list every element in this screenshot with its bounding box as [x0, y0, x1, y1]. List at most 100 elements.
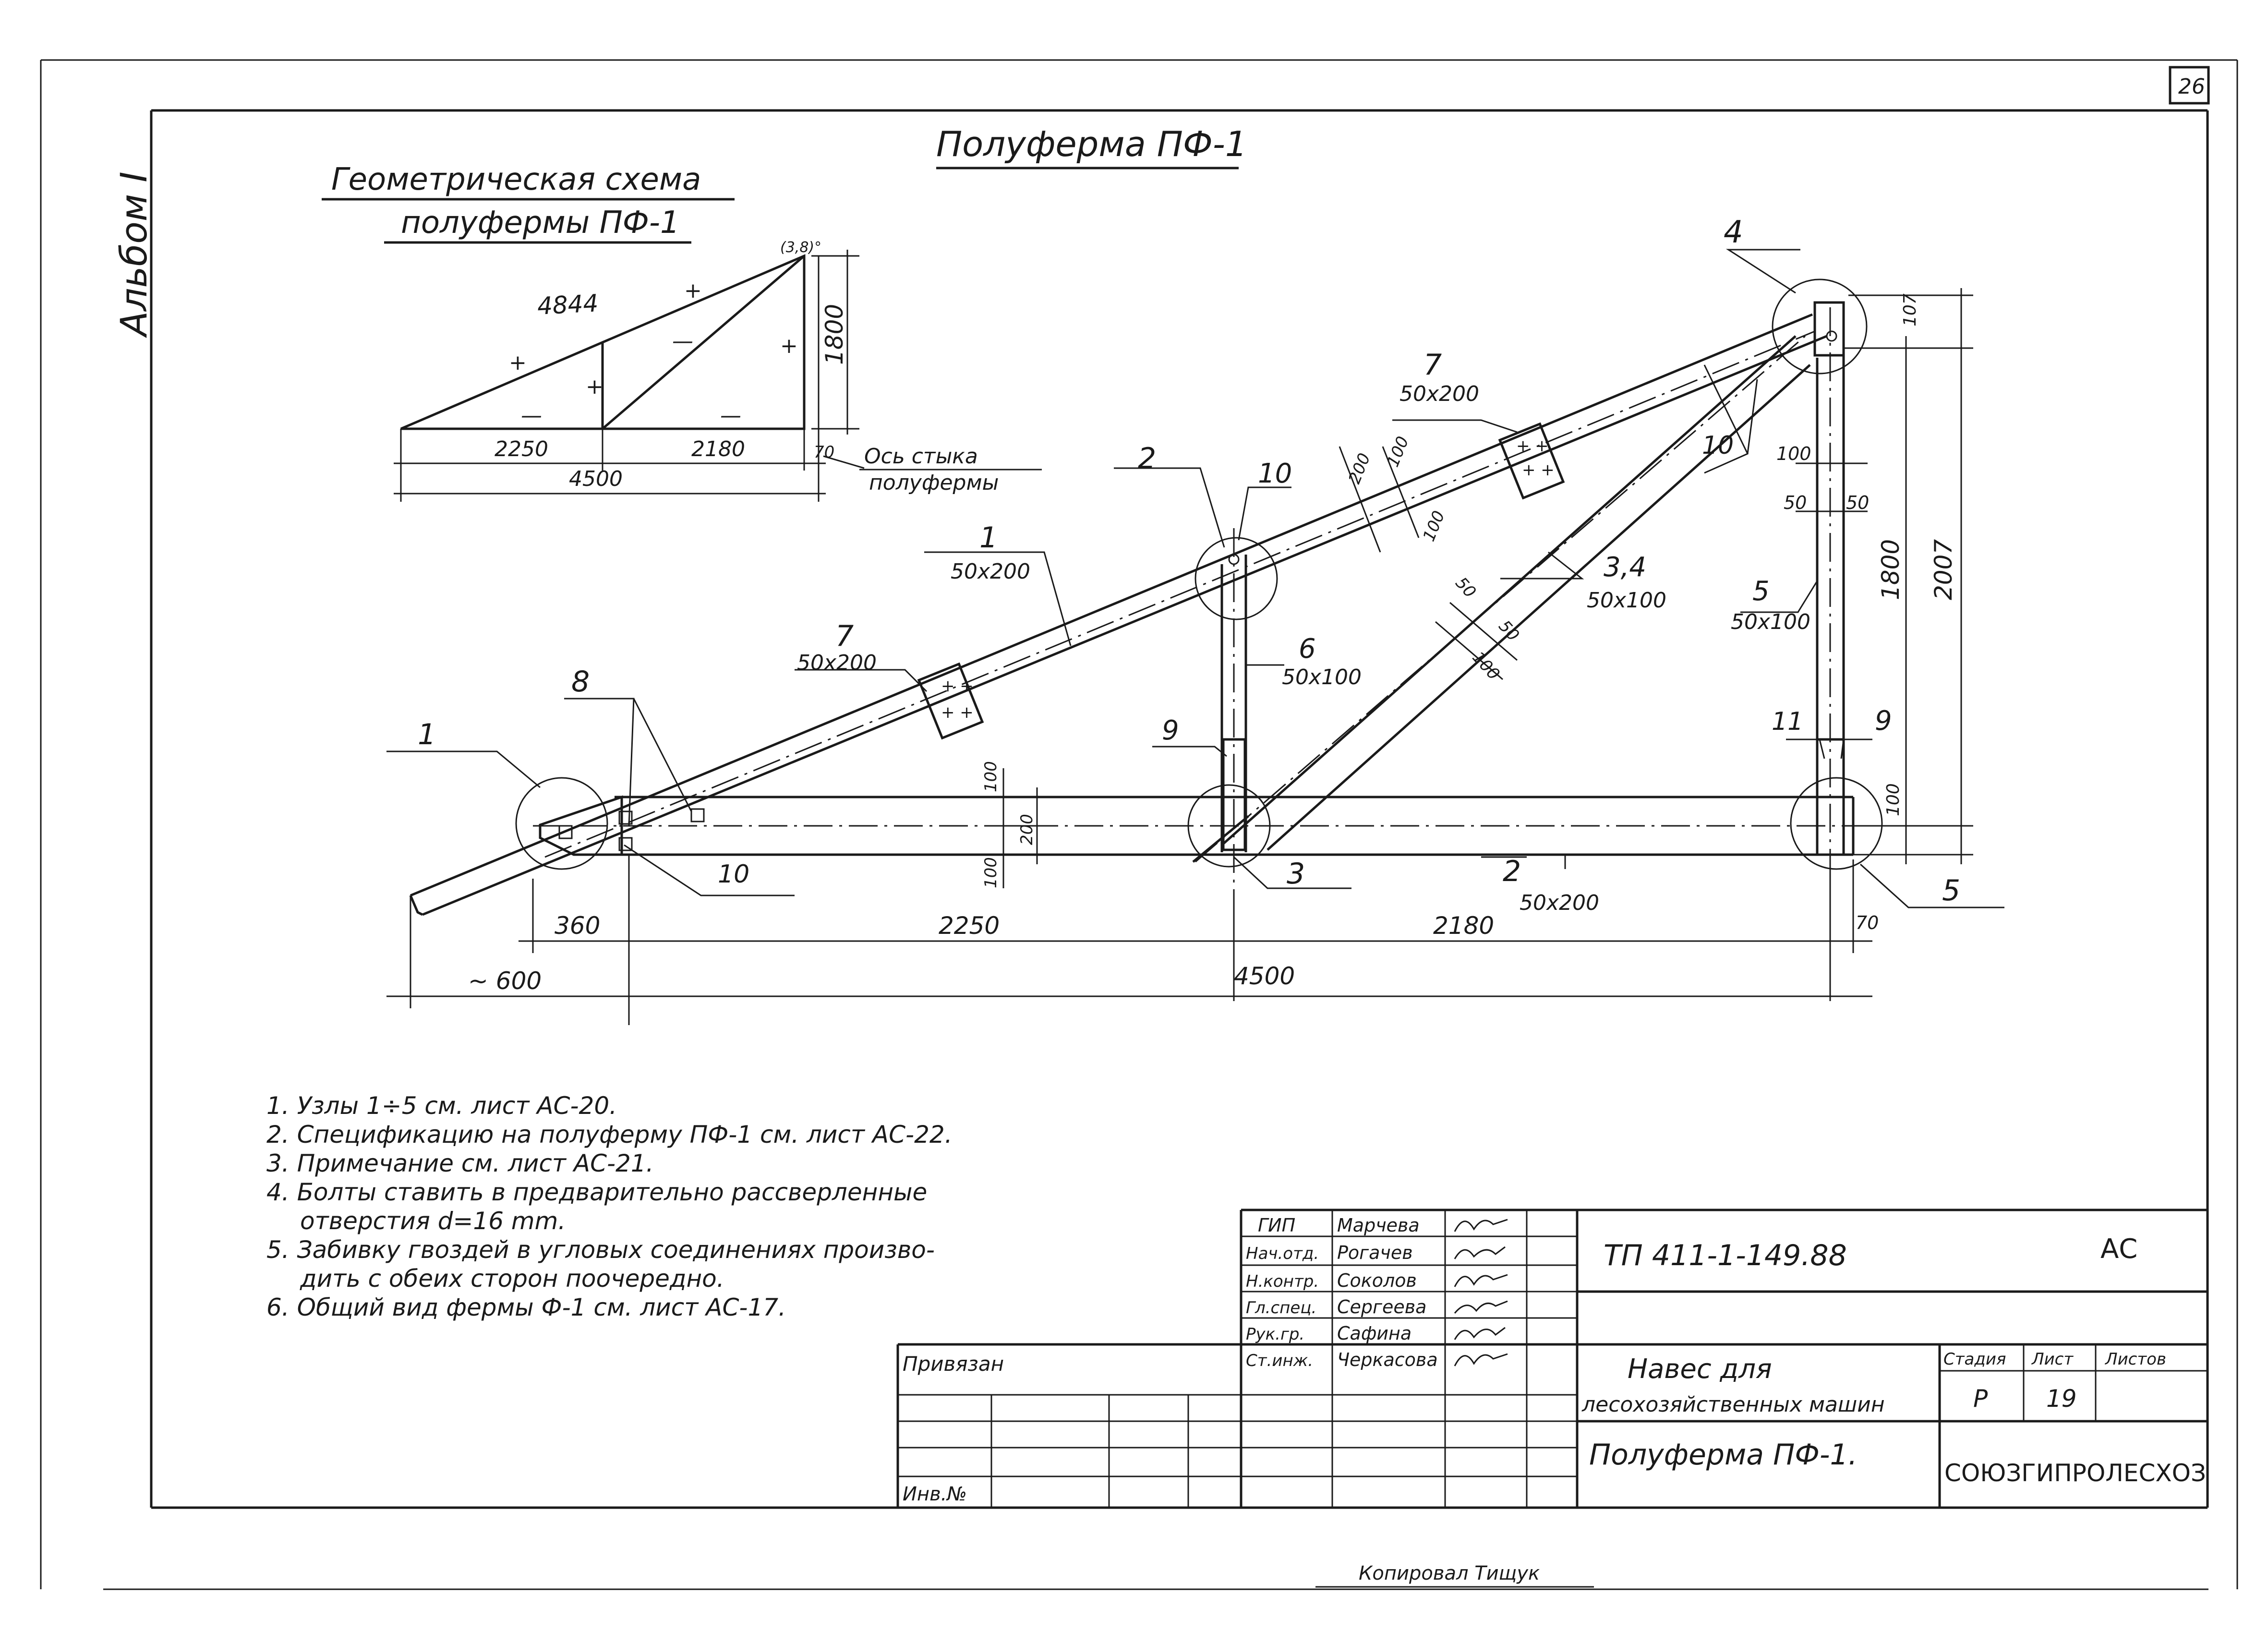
dim-4500: 4500	[1234, 962, 1295, 990]
note-6: 6. Общий вид фермы Ф-1 см. лист АС-17.	[266, 1293, 786, 1321]
label-7b-size: 50x200	[1399, 382, 1479, 406]
label-4: 4	[1724, 215, 1743, 250]
dim-200: 200	[1017, 814, 1037, 845]
scheme-axis-label2: полуфермы	[869, 471, 999, 495]
label-6-size: 50x100	[1282, 665, 1362, 689]
svg-text:+: +	[684, 278, 702, 303]
stamp-role-3: Гл.спец.	[1246, 1298, 1316, 1318]
geometric-scheme: Геометрическая схема полуфермы ПФ-1 + + …	[322, 162, 1042, 502]
scheme-dim-angle: (3,8)°	[780, 239, 821, 256]
label-7a-size: 50x200	[797, 651, 877, 675]
note-1: 1. Узлы 1÷5 см. лист АС-20.	[266, 1092, 617, 1120]
stamp-role-1: Нач.отд.	[1246, 1244, 1319, 1263]
stamp-code: ТП 411-1-149.88	[1604, 1239, 1847, 1272]
label-10c: 10	[1702, 431, 1734, 460]
stamp-role-2: Н.контр.	[1246, 1272, 1319, 1291]
label-34-size: 50x100	[1587, 588, 1666, 613]
stamp-role-0: ГИП	[1258, 1215, 1295, 1236]
svg-text:+ +: + +	[1522, 460, 1555, 480]
note-4-cont: отверстия d=16 mm.	[300, 1207, 566, 1235]
scheme-title-line1: Геометрическая схема	[331, 162, 701, 197]
note-2: 2. Спецификацию на полуферму ПФ-1 см. ли…	[266, 1121, 953, 1148]
dim-50a: 50	[1451, 573, 1480, 602]
dim-50b: 50	[1495, 616, 1523, 645]
label-7a: 7	[835, 619, 854, 653]
scheme-axis-label1: Ось стыка	[864, 444, 978, 469]
dim-100t2: 100	[1419, 508, 1448, 544]
label-3: 3	[1287, 857, 1305, 891]
dim-200t: 200	[1345, 450, 1374, 486]
label-1a: 1	[418, 718, 436, 751]
stamp-linked: Привязан	[903, 1352, 1004, 1376]
scheme-dim-total: 4500	[569, 467, 623, 491]
dim-100a: 100	[981, 761, 1001, 792]
label-1b: 1	[979, 521, 998, 555]
stamp-project-line2: лесохозяйственных машин	[1581, 1392, 1885, 1417]
stamp-sheet-header: Лист	[2031, 1350, 2074, 1369]
label-2b: 2	[1503, 855, 1521, 888]
dim-2180: 2180	[1433, 912, 1494, 940]
dim-1800: 1800	[1877, 539, 1905, 600]
dim-50r1: 50	[1784, 492, 1807, 513]
dim-600: ~ 600	[468, 967, 542, 995]
stamp-mark: АС	[2100, 1233, 2137, 1265]
dim-100b: 100	[981, 857, 1001, 888]
stamp-name-0: Марчева	[1337, 1215, 1420, 1236]
label-6: 6	[1299, 633, 1316, 665]
title-block: ГИП Нач.отд. Н.контр. Гл.спец. Рук.гр. С…	[896, 1209, 2208, 1508]
dim-100c: 100	[1468, 648, 1503, 684]
note-5-cont: дить с обеих сторон поочередно.	[300, 1265, 724, 1293]
dim-100r: 100	[1776, 443, 1811, 464]
stamp-project-line1: Навес для	[1628, 1354, 1772, 1385]
dim-100r2: 100	[1883, 783, 1903, 816]
stamp-sheet-title: Полуферма ПФ-1.	[1589, 1438, 1858, 1472]
svg-text:—: —	[672, 329, 693, 353]
sheet-frame	[40, 59, 2238, 1590]
page-title: Полуферма ПФ-1	[936, 124, 1247, 164]
scheme-dim-left: 2250	[495, 437, 548, 461]
label-34: 3,4	[1604, 552, 1646, 583]
scheme-title-line2: полуфермы ПФ-1	[401, 205, 680, 241]
sheet-number: 26	[2178, 74, 2205, 99]
stamp-stage: Р	[1973, 1385, 1988, 1413]
dim-2250: 2250	[939, 912, 1000, 940]
stamp-stage-header: Стадия	[1943, 1350, 2006, 1369]
label-2a: 2	[1138, 442, 1156, 475]
dim-50r2: 50	[1846, 492, 1869, 513]
svg-text:—: —	[521, 403, 542, 428]
note-4: 4. Болты ставить в предварительно рассве…	[266, 1178, 927, 1206]
stamp-org: СОЮЗГИПРОЛЕСХОЗ	[1944, 1459, 2206, 1487]
label-9b: 9	[1875, 705, 1892, 737]
stamp-role-5: Ст.инж.	[1246, 1351, 1313, 1370]
label-10a: 10	[718, 860, 749, 889]
stamp-name-2: Соколов	[1337, 1270, 1417, 1291]
album-label: Альбом I	[112, 171, 155, 338]
label-2b-size: 50x200	[1520, 891, 1599, 915]
scheme-dim-height: 1800	[820, 304, 848, 365]
stamp-name-4: Сафина	[1337, 1323, 1411, 1344]
label-5a-size: 50x100	[1731, 610, 1810, 634]
label-8: 8	[571, 665, 590, 699]
label-1b-size: 50x200	[951, 559, 1030, 584]
note-5: 5. Забивку гвоздей в угловых соединениях…	[266, 1236, 935, 1264]
svg-text:+: +	[509, 351, 527, 375]
dim-70: 70	[1856, 912, 1879, 933]
label-7b: 7	[1424, 348, 1442, 382]
stamp-signatures	[1454, 1219, 1508, 1366]
stamp-inv: Инв.№	[903, 1483, 967, 1505]
stamp-name-5: Черкасова	[1337, 1349, 1438, 1370]
notes-list: 1. Узлы 1÷5 см. лист АС-20. 2. Специфика…	[266, 1092, 953, 1321]
copied-by: Копировал Тищук	[1359, 1562, 1540, 1584]
svg-text:+: +	[586, 375, 603, 399]
dim-107: 107	[1900, 293, 1920, 326]
truss-drawing: + + + + + + + +	[386, 215, 2004, 1025]
label-5a: 5	[1752, 576, 1770, 607]
label-9a: 9	[1162, 715, 1179, 746]
stamp-sheets-header: Листов	[2104, 1350, 2166, 1369]
stamp-name-1: Рогачев	[1337, 1242, 1413, 1263]
note-3: 3. Примечание см. лист АС-21.	[266, 1149, 654, 1177]
svg-text:+ +: + +	[941, 703, 974, 722]
label-11: 11	[1772, 707, 1803, 736]
scheme-dim-top: 4844	[537, 289, 599, 320]
